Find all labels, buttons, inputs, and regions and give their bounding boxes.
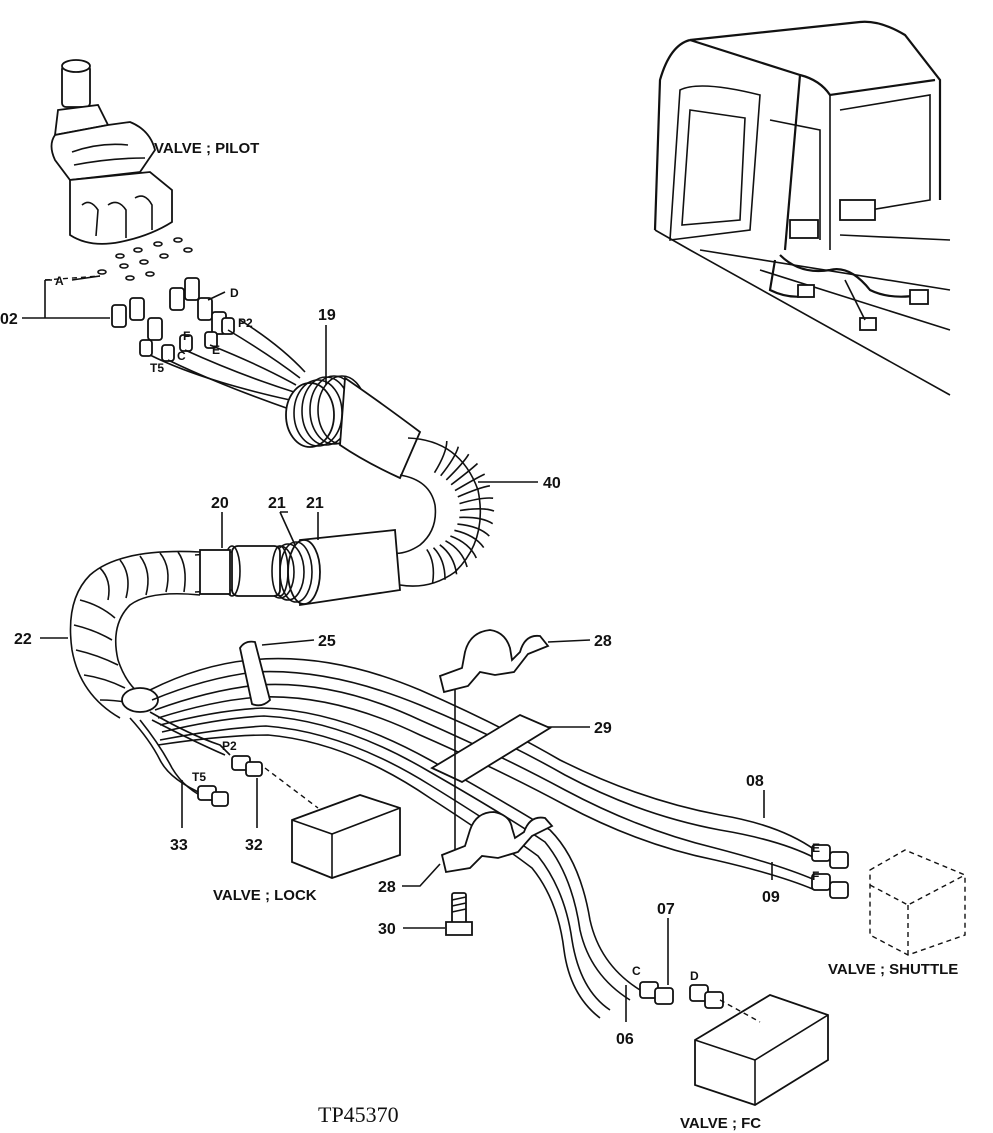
callout-07: 07 bbox=[657, 901, 675, 918]
callout-33: 33 bbox=[170, 837, 188, 854]
callout-09: 09 bbox=[762, 889, 780, 906]
bellows-rib bbox=[432, 547, 446, 580]
callout-22: 22 bbox=[14, 631, 32, 648]
bellows-rib bbox=[459, 516, 494, 525]
bellows-rib bbox=[459, 507, 495, 512]
callout-29: 29 bbox=[594, 720, 612, 737]
port-e-top: E bbox=[212, 343, 220, 357]
port-p2-top: P2 bbox=[238, 316, 253, 330]
bellows-rib bbox=[439, 544, 458, 575]
pilot-hose-bundle bbox=[149, 319, 306, 411]
corrugated-tube-40 bbox=[391, 437, 495, 587]
pilot-valve-label: VALVE ; PILOT bbox=[154, 140, 259, 157]
callout-40: 40 bbox=[543, 475, 561, 492]
bellows-rib bbox=[454, 473, 486, 492]
clamp-25 bbox=[239, 640, 272, 707]
port-c-top: C bbox=[177, 349, 186, 363]
callout-02: 02 bbox=[0, 311, 18, 328]
spiral-wrap-22 bbox=[69, 550, 201, 719]
bellows-rib bbox=[450, 462, 479, 486]
leader-lines bbox=[22, 275, 773, 1022]
bellows-rib bbox=[445, 453, 470, 481]
shuttle-valve-label: VALVE ; SHUTTLE bbox=[828, 961, 958, 978]
port-c-fc: C bbox=[632, 964, 641, 978]
port-p2-lock: P2 bbox=[222, 739, 237, 753]
bellows-rib bbox=[454, 529, 485, 549]
callout-numbers: 02 19 40 20 21 21 22 25 28 29 28 30 08 0… bbox=[0, 307, 780, 1048]
port-a: A bbox=[55, 274, 64, 288]
shuttle-fittings bbox=[811, 844, 849, 899]
clamp-28-upper bbox=[438, 629, 550, 694]
port-e-shuttle: E bbox=[812, 841, 820, 855]
fitting-cluster bbox=[111, 277, 235, 362]
lock-valve-label: VALVE ; LOCK bbox=[213, 887, 317, 904]
callout-19: 19 bbox=[318, 307, 336, 324]
callout-21-right: 21 bbox=[306, 495, 324, 512]
excavator-cab-inset bbox=[653, 20, 951, 396]
drawing-id: TP45370 bbox=[318, 1102, 399, 1127]
port-f-top: F bbox=[183, 329, 190, 343]
port-t5-lock: T5 bbox=[192, 770, 206, 784]
callout-21-left: 21 bbox=[268, 495, 286, 512]
callout-28-lower: 28 bbox=[378, 879, 396, 896]
bellows-rib bbox=[433, 440, 448, 474]
callout-25: 25 bbox=[318, 633, 336, 650]
lock-fittings bbox=[197, 755, 263, 807]
bellows-rib bbox=[445, 540, 468, 568]
bellows-rib bbox=[457, 523, 490, 537]
boot-19 bbox=[285, 375, 367, 448]
fc-fittings bbox=[639, 981, 761, 1023]
port-letters: A D P2 F E C T5 P2 T5 E F C D bbox=[55, 274, 820, 983]
callout-08: 08 bbox=[746, 773, 764, 790]
shuttle-valve bbox=[869, 849, 966, 956]
callout-30: 30 bbox=[378, 921, 396, 938]
pilot-valve-drawing bbox=[50, 59, 173, 245]
fc-valve bbox=[694, 994, 829, 1106]
port-t5-top: T5 bbox=[150, 361, 164, 375]
port-d-top: D bbox=[230, 286, 239, 300]
clamp-28-lower bbox=[440, 811, 554, 874]
port-d-fc: D bbox=[690, 969, 699, 983]
fc-valve-label: VALVE ; FC bbox=[680, 1115, 761, 1132]
sleeve-tube bbox=[339, 376, 422, 480]
bolt-30 bbox=[445, 892, 473, 936]
valve-labels: VALVE ; PILOT VALVE ; LOCK VALVE ; SHUTT… bbox=[154, 140, 958, 1132]
bellows-rib bbox=[459, 497, 494, 505]
plate-29 bbox=[430, 713, 552, 784]
bellows-rib bbox=[426, 548, 435, 584]
sleeve-lower bbox=[194, 529, 401, 607]
callout-32: 32 bbox=[245, 837, 263, 854]
lock-valve bbox=[264, 767, 401, 879]
bellows-rib bbox=[457, 485, 491, 498]
callout-20: 20 bbox=[211, 495, 229, 512]
port-f-shuttle: F bbox=[812, 869, 819, 883]
o-rings bbox=[97, 237, 193, 281]
callout-28-upper: 28 bbox=[594, 633, 612, 650]
bellows-rib bbox=[440, 446, 460, 477]
bellows-rib bbox=[450, 535, 478, 559]
callout-06: 06 bbox=[616, 1031, 634, 1048]
